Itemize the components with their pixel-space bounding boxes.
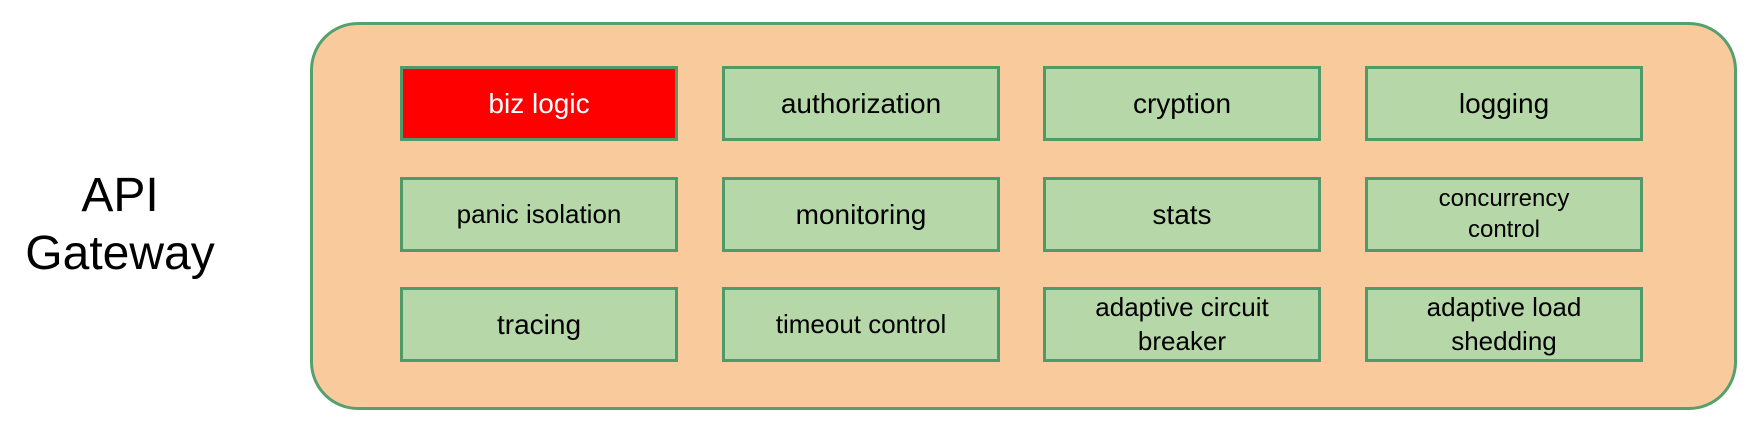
- cell-panic-isolation: panic isolation: [400, 177, 678, 252]
- cell-label: timeout control: [775, 308, 947, 339]
- cell-label: authorization: [780, 87, 942, 119]
- cell-biz-logic: biz logic: [400, 66, 678, 141]
- cell-label: stats: [1152, 198, 1212, 230]
- cell-label: logging: [1458, 87, 1550, 119]
- api-gateway-container: biz logic authorization cryption logging…: [310, 22, 1737, 410]
- cell-label: monitoring: [795, 198, 927, 230]
- cell-label: concurrency control: [1438, 185, 1570, 243]
- api-gateway-label: API Gateway: [25, 169, 215, 280]
- cell-adaptive-circuit-breaker: adaptive circuit breaker: [1043, 287, 1321, 362]
- cell-label: adaptive circuit breaker: [1095, 292, 1269, 356]
- cell-label: panic isolation: [456, 198, 622, 229]
- cell-timeout-control: timeout control: [722, 287, 1000, 362]
- cell-cryption: cryption: [1043, 66, 1321, 141]
- cell-label: cryption: [1132, 87, 1232, 119]
- cell-logging: logging: [1365, 66, 1643, 141]
- cell-monitoring: monitoring: [722, 177, 1000, 252]
- cell-authorization: authorization: [722, 66, 1000, 141]
- cell-tracing: tracing: [400, 287, 678, 362]
- cell-label: adaptive load shedding: [1426, 292, 1582, 356]
- cell-stats: stats: [1043, 177, 1321, 252]
- cell-label: biz logic: [488, 87, 590, 119]
- cell-adaptive-load-shedding: adaptive load shedding: [1365, 287, 1643, 362]
- cell-label: tracing: [496, 308, 582, 340]
- cell-concurrency-control: concurrency control: [1365, 177, 1643, 252]
